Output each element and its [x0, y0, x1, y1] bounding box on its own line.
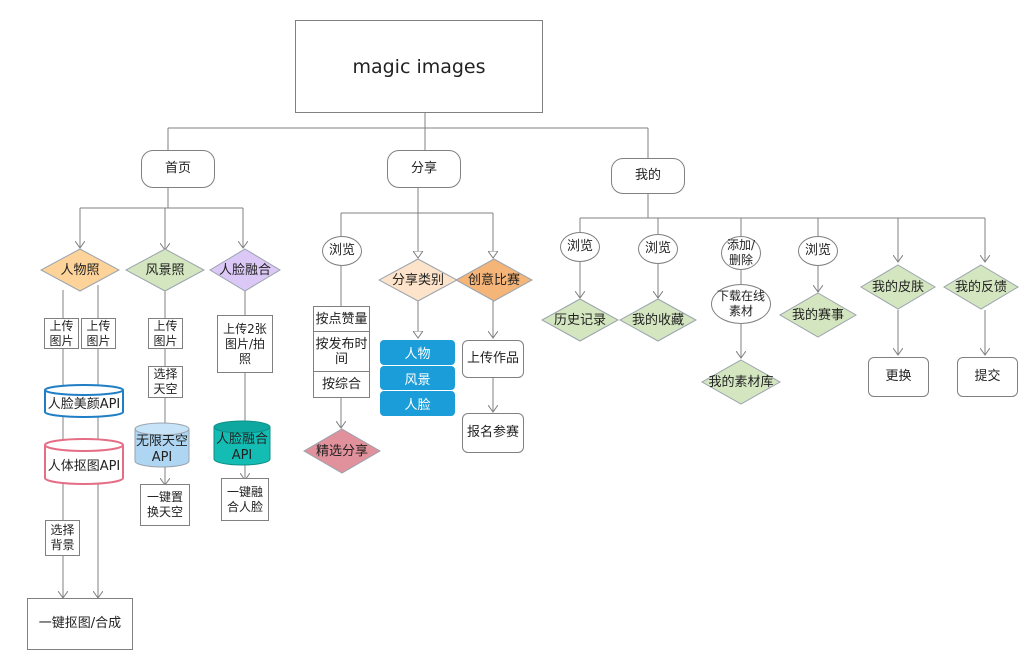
share-browse-node: 浏览 [322, 236, 362, 266]
infinite-sky-api-cylinder: 无限天空 API [134, 422, 190, 468]
category-landscape: 风景 [380, 366, 455, 390]
change-skin-box: 更换 [868, 357, 929, 397]
my-materials-label: 我的素材库 [708, 374, 774, 390]
add-delete-node: 添加/ 删除 [721, 236, 761, 270]
my-feedback-label: 我的反馈 [954, 279, 1007, 295]
category-face: 人脸 [380, 391, 455, 416]
sign-up-box: 报名参赛 [462, 413, 524, 453]
my-skin-label: 我的皮肤 [871, 279, 924, 295]
my-contests-diamond: 我的赛事 [779, 292, 857, 338]
share-category-diamond: 分享类别 [378, 258, 458, 302]
history-label: 历史记录 [553, 312, 606, 328]
select-sky-box: 选择 天空 [148, 366, 183, 398]
face-fusion-label: 人脸融合 [218, 262, 271, 278]
sort-options-list: 按点赞量 按发布时 间 按综合 [313, 306, 370, 398]
face-fusion-api-label: 人脸融合 API [215, 432, 268, 463]
contest-diamond: 创意比赛 [455, 258, 533, 302]
one-click-fusion-box: 一键融 合人脸 [221, 478, 269, 521]
landscape-photo-label: 风景照 [145, 262, 185, 278]
sort-by-likes: 按点赞量 [314, 307, 369, 332]
submit-feedback-box: 提交 [957, 357, 1018, 397]
category-person: 人物 [380, 340, 455, 365]
sort-by-overall: 按综合 [321, 377, 361, 392]
person-photo-diamond: 人物照 [40, 248, 120, 292]
favorites-label: 我的收藏 [631, 312, 684, 328]
one-click-sky-box: 一键置 换天空 [140, 484, 190, 526]
mine-browse-history-node: 浏览 [560, 232, 600, 262]
section-mine: 我的 [611, 158, 685, 194]
body-matting-api-label: 人体抠图API [47, 459, 121, 474]
one-click-matting-box: 一键抠图/合成 [27, 598, 133, 650]
contest-label: 创意比赛 [467, 272, 520, 288]
face-beauty-api-label: 人脸美颜API [47, 397, 121, 412]
download-online-node: 下载在线 素材 [711, 284, 771, 324]
my-materials-diamond: 我的素材库 [701, 359, 781, 405]
root-title: magic images [295, 20, 543, 113]
face-fusion-diamond: 人脸融合 [209, 248, 281, 292]
face-fusion-api-cylinder: 人脸融合 API [213, 420, 271, 466]
featured-share-label: 精选分享 [315, 443, 368, 459]
upload-photo-box-2: 上传 图片 [81, 318, 116, 349]
sort-by-time: 按发布时 间 [314, 332, 369, 372]
section-share: 分享 [387, 150, 461, 188]
my-feedback-diamond: 我的反馈 [943, 264, 1019, 310]
mine-browse-favorites-node: 浏览 [638, 234, 678, 264]
landscape-photo-diamond: 风景照 [125, 248, 205, 292]
face-beauty-api-cylinder: 人脸美颜API [44, 384, 124, 418]
favorites-diamond: 我的收藏 [619, 298, 697, 342]
featured-share-diamond: 精选分享 [303, 428, 381, 474]
body-matting-api-cylinder: 人体抠图API [44, 438, 124, 486]
mine-browse-contests-node: 浏览 [798, 236, 838, 266]
select-background-box: 选择 背景 [45, 520, 80, 556]
share-category-label: 分享类别 [391, 272, 444, 288]
infinite-sky-api-label: 无限天空 API [135, 434, 188, 465]
history-diamond: 历史记录 [541, 298, 619, 342]
fusion-upload-box: 上传2张 图片/拍 照 [217, 315, 273, 373]
person-photo-label: 人物照 [60, 262, 100, 278]
upload-photo-box-1: 上传 图片 [44, 318, 79, 349]
upload-work-box: 上传作品 [462, 340, 524, 378]
my-skin-diamond: 我的皮肤 [860, 264, 936, 310]
landscape-upload-box: 上传 图片 [148, 318, 183, 349]
my-contests-label: 我的赛事 [791, 307, 844, 323]
section-home: 首页 [141, 150, 215, 188]
